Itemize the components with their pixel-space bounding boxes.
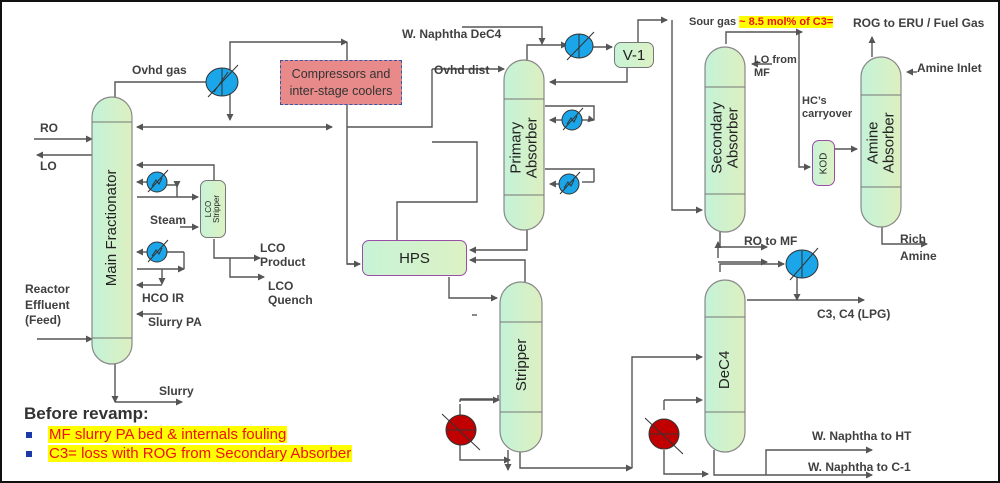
note-text: MF slurry PA bed & internals fouling	[48, 426, 288, 443]
naphtha-ht-label: W. Naphtha to HT	[812, 429, 912, 443]
note-item: C3= loss with ROG from Secondary Absorbe…	[24, 445, 353, 462]
v1-label: V-1	[622, 46, 646, 64]
slurry-label: Slurry	[159, 384, 194, 398]
hps-vessel: HPS	[362, 240, 467, 276]
lco-stripper-label: LCO Stripper	[204, 194, 222, 224]
compressors-label: Compressors and inter-stage coolers	[289, 67, 393, 98]
rog-label: ROG to ERU / Fuel Gas	[853, 16, 985, 30]
stripper-column	[499, 281, 543, 453]
lo-from-mf-label: LO from MF	[754, 54, 797, 79]
main-fractionator-label: Main Fractionator	[103, 169, 121, 287]
bullet-icon	[26, 450, 32, 457]
notes-title: Before revamp:	[24, 404, 149, 423]
lo-label: LO	[40, 159, 57, 173]
reactor-effluent-label: Reactor Effluent (Feed)	[25, 282, 70, 328]
secondary-absorber-column	[704, 46, 746, 233]
ro-to-mf-label: RO to MF	[744, 234, 798, 248]
w-naphtha-dec4-label: W. Naphtha DeC4	[402, 27, 502, 41]
main-fractionator-column	[91, 96, 133, 365]
ro-label: RO	[40, 121, 58, 135]
lpg-label: C3, C4 (LPG)	[817, 307, 891, 321]
lco-stripper-vessel: LCO Stripper	[200, 180, 226, 238]
ovhd-dist-label: Ovhd dist	[434, 63, 490, 77]
dec4-label: DeC4	[716, 350, 734, 390]
kod-vessel: KOD	[812, 140, 835, 186]
amine-inlet-label: Amine Inlet	[917, 61, 982, 75]
secondary-absorber-label: Secondary Absorber	[708, 101, 741, 174]
hps-label: HPS	[399, 249, 430, 267]
kod-label: KOD	[818, 152, 830, 174]
note-text: C3= loss with ROG from Secondary Absorbe…	[48, 445, 353, 462]
hco-ir-label: HCO IR	[142, 291, 184, 305]
bullet-icon	[26, 431, 32, 438]
sour-gas-label: Sour gas ~ 8.5 mol% of C3=	[689, 16, 834, 29]
hc-carryover-label: HC’s carryover	[802, 95, 853, 120]
amine-absorber-label: Amine Absorber	[864, 112, 897, 174]
slurry-pa-label: Slurry PA	[148, 315, 202, 329]
steam-label: Steam	[150, 213, 187, 227]
rich-amine-label: Rich Amine	[900, 232, 937, 263]
notes-panel: Before revamp: MF slurry PA bed & intern…	[24, 404, 353, 462]
dec4-column	[704, 279, 746, 453]
lco-quench-label: LCO Quench	[268, 279, 313, 307]
naphtha-c1-label: W. Naphtha to C-1	[808, 460, 911, 474]
compressors-box: Compressors and inter-stage coolers	[280, 60, 402, 105]
lco-product-label: LCO Product	[260, 241, 306, 269]
stripper-label: Stripper	[513, 338, 531, 392]
sour-gas-text: Sour gas	[689, 16, 737, 28]
ovhd-gas-label: Ovhd gas	[132, 63, 187, 77]
primary-absorber-column	[503, 59, 545, 231]
primary-absorber-label: Primary Absorber	[507, 117, 540, 179]
amine-absorber-column	[860, 56, 902, 228]
note-item: MF slurry PA bed & internals fouling	[24, 426, 352, 443]
sour-gas-note: ~ 8.5 mol% of C3=	[739, 16, 834, 28]
v1-vessel: V-1	[614, 42, 654, 68]
